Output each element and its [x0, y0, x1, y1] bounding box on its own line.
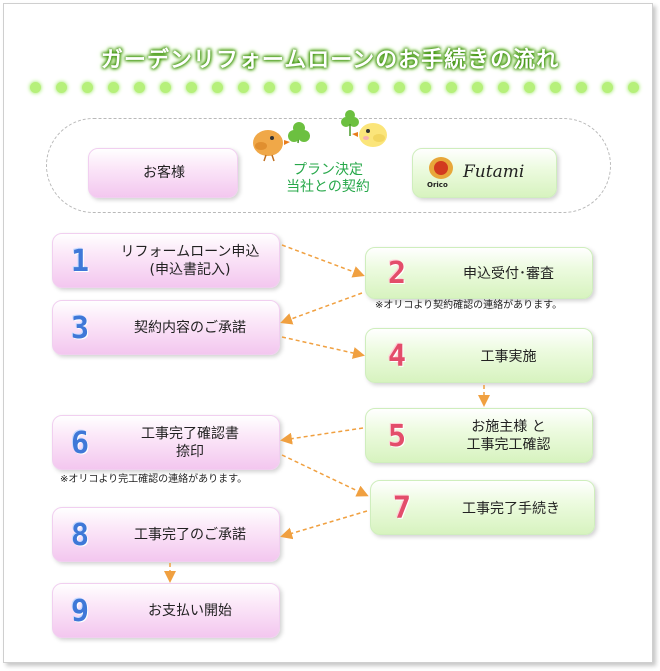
step-8-number: 8: [71, 518, 90, 553]
partner-logo-box: Orico Futami: [412, 148, 557, 198]
customer-label: お客様: [143, 165, 185, 181]
step-4-box: 4 工事実施: [365, 328, 593, 383]
arrow-6-to-7: [281, 454, 369, 497]
step-1-line2: (申込書記入): [149, 262, 231, 278]
step-2-box: 2 申込受付･審査: [365, 247, 593, 299]
step-7-number: 7: [393, 491, 412, 526]
step-3-number: 3: [71, 311, 90, 346]
step-5-number: 5: [388, 419, 407, 454]
plan-line2: 当社との契約: [286, 179, 370, 195]
step-1-label: リフォームローン申込 (申込書記入): [105, 243, 275, 279]
step-6-number: 6: [71, 426, 90, 461]
step-6-note: ※オリコより完工確認の連絡があります。: [60, 474, 248, 485]
step-9-label: お支払い開始: [148, 603, 232, 619]
step-9-number: 9: [71, 594, 90, 629]
bird-left-icon: [253, 130, 290, 162]
step-5-box: 5 お施主様 と 工事完工確認: [365, 408, 593, 463]
step-7-label: 工事完了手続き: [462, 501, 560, 517]
arrow-5-to-6: [280, 427, 364, 445]
plan-decision-label: プラン決定 当社との契約: [258, 162, 398, 196]
arrow-1-to-2: [281, 244, 365, 278]
step-6-line2: 捺印: [176, 444, 204, 460]
title-dot-divider: [30, 80, 640, 94]
step-8-label: 工事完了のご承諾: [134, 527, 246, 543]
step-9-box: 9 お支払い開始: [52, 583, 280, 638]
step-6-line1: 工事完了確認書: [141, 426, 239, 442]
arrow-2-to-3: [280, 292, 363, 325]
step-7-box: 7 工事完了手続き: [370, 480, 595, 535]
arrow-3-to-4: [281, 336, 365, 359]
clover-icon: [288, 110, 359, 144]
birds-clover-decoration: [253, 110, 387, 162]
step-1-number: 1: [71, 244, 90, 279]
futami-logo-text: Futami: [463, 162, 525, 182]
step-1-line1: リフォームローン申込: [120, 244, 260, 260]
step-1-box: 1 リフォームローン申込 (申込書記入): [52, 233, 280, 288]
customer-box: お客様: [88, 148, 238, 198]
plan-line1: プラン決定: [293, 162, 363, 178]
contract-group-outline: [46, 118, 611, 213]
step-5-line1: お施主様 と: [471, 419, 546, 435]
step-2-label: 申込受付･審査: [463, 266, 554, 282]
orico-logo-icon: [429, 157, 453, 179]
step-2-note: ※オリコより契約確認の連絡があります。: [375, 300, 563, 311]
step-4-label: 工事実施: [480, 349, 537, 365]
step-6-box: 6 工事完了確認書 捺印: [52, 415, 280, 470]
step-8-box: 8 工事完了のご承諾: [52, 507, 280, 562]
arrow-7-to-8: [280, 510, 368, 540]
step-5-line2: 工事完工確認: [466, 437, 551, 453]
orico-logo-text: Orico: [427, 181, 448, 189]
step-3-box: 3 契約内容のご承諾: [52, 300, 280, 355]
step-2-number: 2: [388, 256, 407, 291]
bird-right-icon: [352, 123, 387, 147]
step-4-number: 4: [388, 339, 407, 374]
step-5-label: お施主様 と 工事完工確認: [426, 418, 591, 454]
step-6-label: 工事完了確認書 捺印: [105, 425, 275, 461]
step-3-label: 契約内容のご承諾: [134, 320, 246, 336]
page-title: ガーデンリフォームローンのお手続きの流れ: [100, 48, 560, 73]
